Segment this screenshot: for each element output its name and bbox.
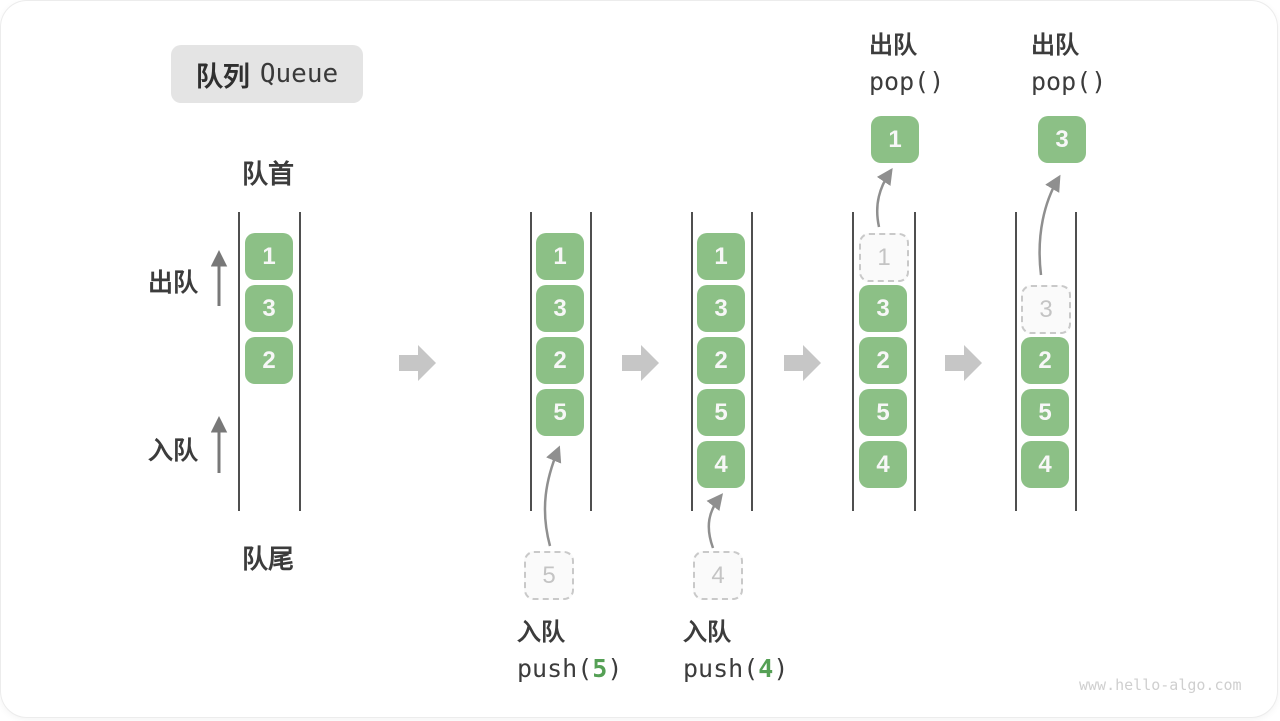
queue-wall [299,212,301,511]
pop2-arrow-icon [1038,174,1061,276]
queue-cell: 3 [245,285,293,332]
queue-wall [530,212,532,511]
queue-cell: 3 [536,285,584,332]
flow-arrow-icon [399,345,436,381]
op-code-label: push(5) [517,656,622,681]
queue-cell: 3 [859,285,907,332]
queue-front-label: 队首 [242,159,295,189]
op-code-label: pop() [1031,67,1107,96]
push5-arrow-icon [543,445,562,547]
title-en: Queue [259,59,339,89]
flow-arrow-icon [945,345,982,381]
queue-cell: 4 [1021,441,1069,488]
queue-cell: 1 [245,233,293,280]
code-post: ) [773,654,789,683]
op-code-label: pop() [869,67,945,96]
queue-cell: 5 [697,389,745,436]
enqueue-side-label: 入队 [148,437,199,465]
code-arg: 4 [758,654,774,683]
op-zh-label: 入队 [517,619,565,646]
queue-cell: 1 [697,233,745,280]
popped-cell: 3 [1038,116,1086,163]
watermark: www.hello-algo.com [1079,676,1242,694]
queue-cell: 4 [859,441,907,488]
dequeue-side-label: 出队 [148,269,199,297]
queue-cell: 2 [536,337,584,384]
queue-cell: 5 [1021,389,1069,436]
queue-cell: 1 [536,233,584,280]
queue-wall [691,212,693,511]
queue-cell: 2 [859,337,907,384]
flow-arrow-icon [622,345,659,381]
pop1-arrow-icon [875,167,893,228]
queue-wall [751,212,753,511]
queue-wall [238,212,240,511]
queue-wall [1015,212,1017,511]
queue-wall [1075,212,1077,511]
incoming-cell: 4 [693,551,743,600]
queue-cell: 5 [859,389,907,436]
ghost-cell: 1 [859,233,909,282]
queue-rear-label: 队尾 [242,544,295,574]
queue-cell: 2 [697,337,745,384]
pop1-op-label: 出队 pop() [869,32,945,96]
queue-wall [590,212,592,511]
queue-wall [914,212,916,511]
pop2-op-label: 出队 pop() [1031,32,1107,96]
op-zh-label: 入队 [683,619,731,646]
queue-cell: 4 [697,441,745,488]
flow-arrow-icon [784,345,821,381]
incoming-cell: 5 [524,551,574,600]
op-zh-label: 出队 [1031,32,1079,59]
push4-op-label: 入队 push(4) [683,619,788,682]
queue-cell: 2 [245,337,293,384]
queue-cell: 2 [1021,337,1069,384]
queue-cell: 3 [697,285,745,332]
title-badge: 队列 Queue [171,45,363,103]
code-post: ) [607,654,623,683]
queue-wall [852,212,854,511]
title-zh: 队列 [195,61,250,92]
ghost-cell: 3 [1021,285,1071,334]
push4-arrow-icon [706,493,724,549]
queue-cell: 5 [536,389,584,436]
code-pre: push( [517,654,593,683]
push5-op-label: 入队 push(5) [517,619,622,682]
op-code-label: push(4) [683,656,788,681]
popped-cell: 1 [871,116,919,163]
code-arg: 5 [592,654,608,683]
code-pre: push( [683,654,759,683]
op-zh-label: 出队 [869,32,917,59]
